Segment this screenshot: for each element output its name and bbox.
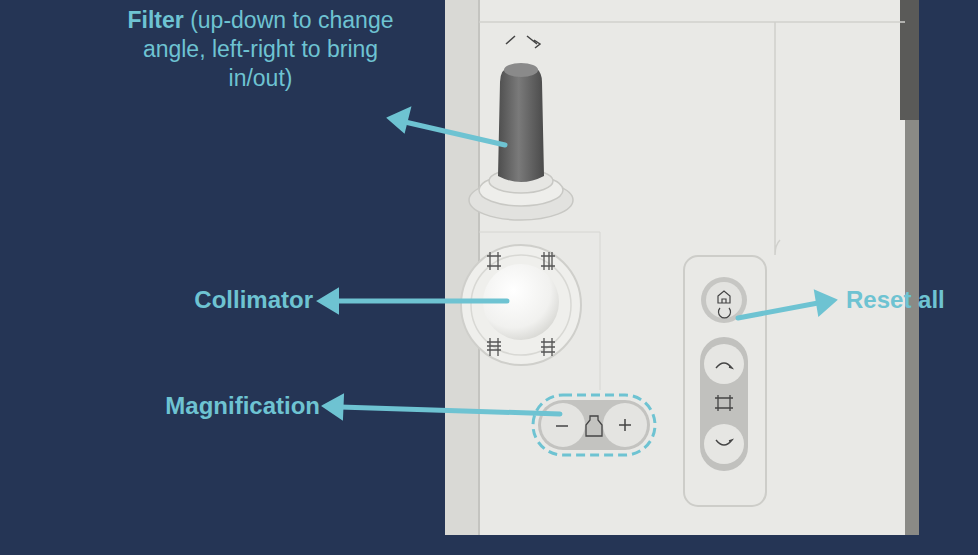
part-name: Reset all [846,286,945,314]
filter-callout: Filter(up-down to change angle, left-rig… [118,6,403,93]
part-name: Magnification [165,392,320,420]
part-name: Collimator [194,286,313,314]
part-name: Filter [128,7,184,33]
